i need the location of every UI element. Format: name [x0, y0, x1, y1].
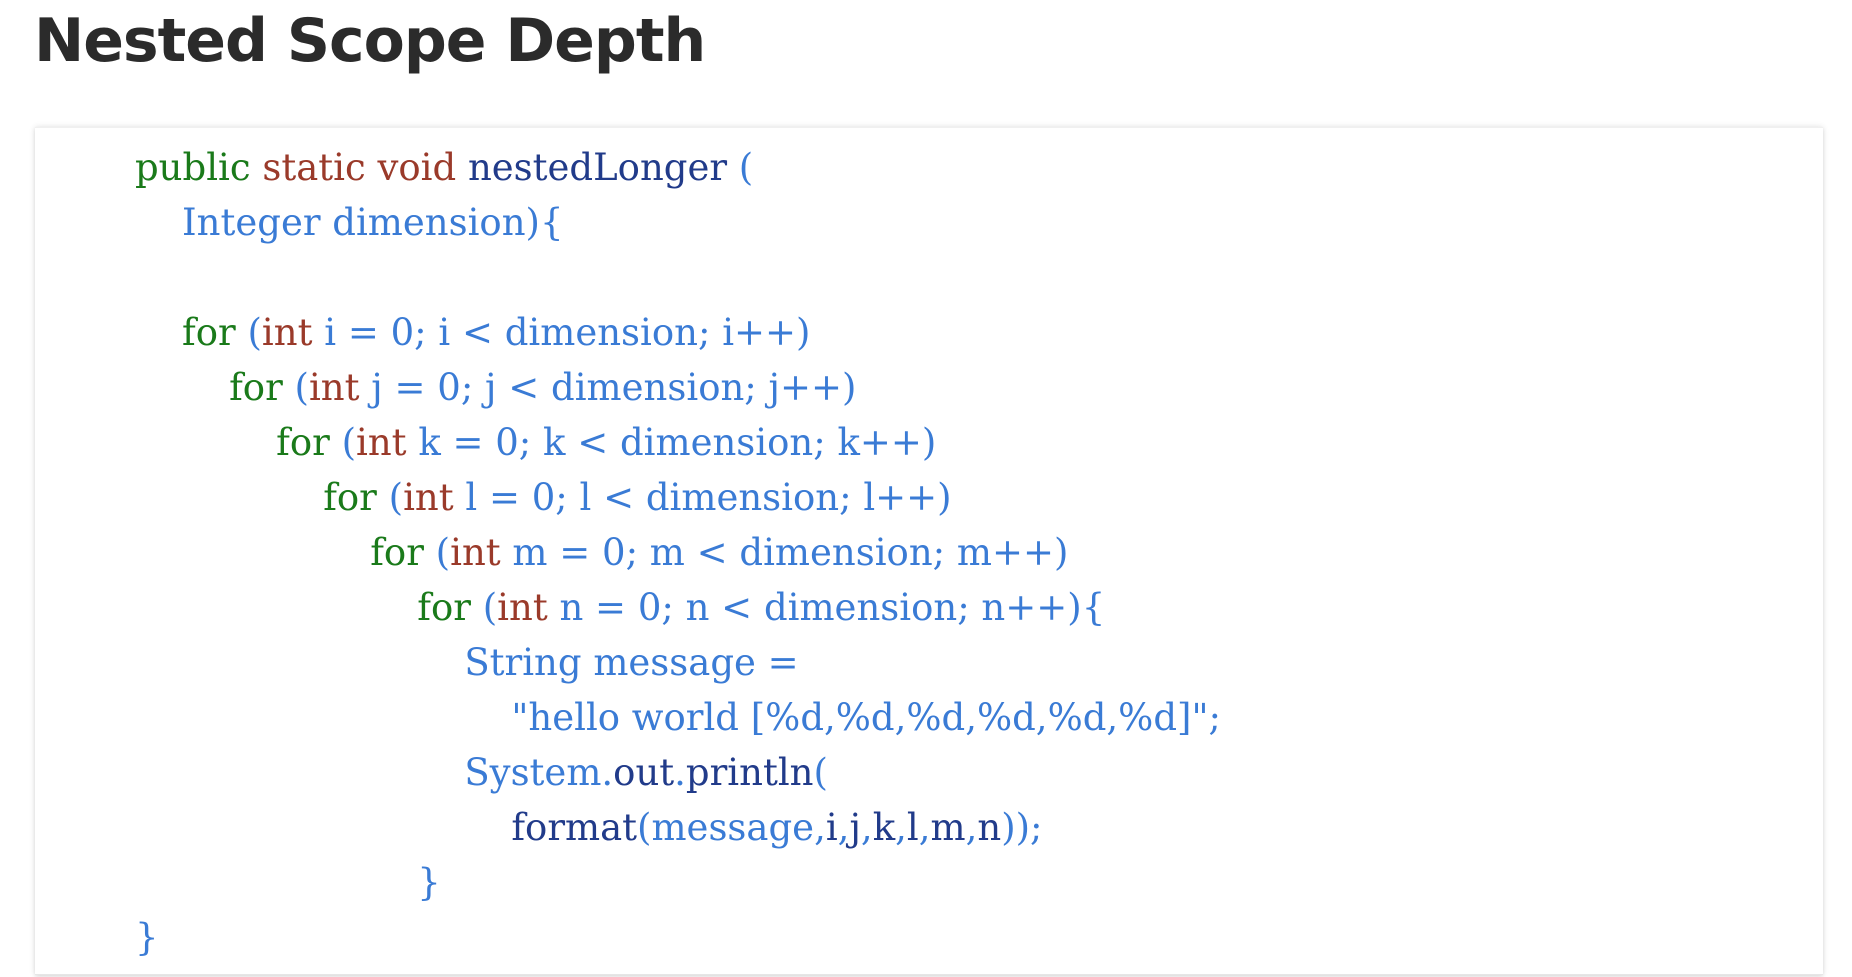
code-token: j: [849, 806, 861, 849]
code-line: format(message,i,j,k,l,m,n));: [135, 800, 1221, 855]
code-token: void: [377, 146, 457, 189]
code-line: System.out.println(: [135, 745, 1221, 800]
code-token: [456, 146, 468, 189]
code-token: k = 0; k < dimension; k++): [406, 421, 937, 464]
code-token: (: [470, 586, 498, 629]
code-token: out: [613, 751, 675, 794]
code-token: for: [182, 311, 236, 354]
code-token: Integer dimension){: [135, 201, 564, 244]
code-token: [135, 531, 370, 574]
code-line: }: [135, 910, 1221, 965]
code-token: [135, 311, 182, 354]
code-token: (: [423, 531, 451, 574]
code-token: [135, 806, 511, 849]
code-token: static: [262, 146, 366, 189]
code-token: ,: [918, 806, 931, 849]
code-token: [251, 146, 263, 189]
code-token: ,: [860, 806, 873, 849]
code-token: (message,: [637, 806, 826, 849]
code-token: n: [977, 806, 1002, 849]
code-token: public: [135, 146, 251, 189]
code-block: public static void nestedLonger ( Intege…: [35, 127, 1823, 975]
code-line: for (int n = 0; n < dimension; n++){: [135, 580, 1221, 635]
code-line: Integer dimension){: [135, 195, 1221, 250]
code-token: (: [235, 311, 262, 354]
code-token: [135, 586, 417, 629]
code-token: for: [370, 531, 424, 574]
code-token: int: [403, 476, 454, 519]
code-line: for (int j = 0; j < dimension; j++): [135, 360, 1221, 415]
code-token: println: [685, 751, 814, 794]
code-token: i: [825, 806, 838, 849]
code-token: for: [417, 586, 471, 629]
code-token: for: [229, 366, 283, 409]
code-token: (: [813, 751, 828, 794]
code-token: int: [261, 311, 313, 354]
code-token: l = 0; l < dimension; l++): [453, 476, 952, 519]
code-token: [135, 366, 229, 409]
code-line: public static void nestedLonger (: [135, 140, 1221, 195]
code-token: [366, 146, 378, 189]
code-token: m = 0; m < dimension; m++): [500, 531, 1069, 574]
code-token: int: [497, 586, 548, 629]
code-line: for (int i = 0; i < dimension; i++): [135, 305, 1221, 360]
code-token: System.: [135, 751, 614, 794]
code-line: [135, 250, 1221, 305]
code-listing: public static void nestedLonger ( Intege…: [135, 140, 1221, 965]
code-token: format: [511, 806, 638, 849]
code-token: "hello world [%d,%d,%d,%d,%d,%d]";: [135, 696, 1221, 739]
code-token: (: [376, 476, 404, 519]
code-token: int: [450, 531, 501, 574]
code-line: String message =: [135, 635, 1221, 690]
code-token: nestedLonger: [467, 146, 728, 189]
code-token: for: [323, 476, 377, 519]
code-token: [135, 421, 276, 464]
code-line: "hello world [%d,%d,%d,%d,%d,%d]";: [135, 690, 1221, 745]
code-line: for (int m = 0; m < dimension; m++): [135, 525, 1221, 580]
page-title: Nested Scope Depth: [34, 6, 706, 76]
code-token: n = 0; n < dimension; n++){: [547, 586, 1106, 629]
code-token: ,: [895, 806, 907, 849]
code-token: }: [135, 861, 441, 904]
code-line: for (int k = 0; k < dimension; k++): [135, 415, 1221, 470]
code-token: i = 0; i < dimension; i++): [312, 311, 811, 354]
code-token: (: [282, 366, 309, 409]
code-token: ,: [965, 806, 978, 849]
code-token: int: [308, 366, 360, 409]
code-token: l: [906, 806, 919, 849]
code-token: j = 0; j < dimension; j++): [359, 366, 857, 409]
code-token: (: [329, 421, 357, 464]
code-token: for: [276, 421, 330, 464]
code-token: k: [872, 806, 896, 849]
code-line: }: [135, 855, 1221, 910]
code-token: ));: [1001, 806, 1043, 849]
code-token: [135, 476, 323, 519]
code-token: m: [930, 806, 966, 849]
code-token: }: [135, 916, 159, 959]
code-line: for (int l = 0; l < dimension; l++): [135, 470, 1221, 525]
code-token: ,: [837, 806, 850, 849]
code-token: int: [356, 421, 407, 464]
code-token: String message =: [135, 641, 799, 684]
code-token: .: [674, 751, 686, 794]
code-token: (: [727, 146, 754, 189]
